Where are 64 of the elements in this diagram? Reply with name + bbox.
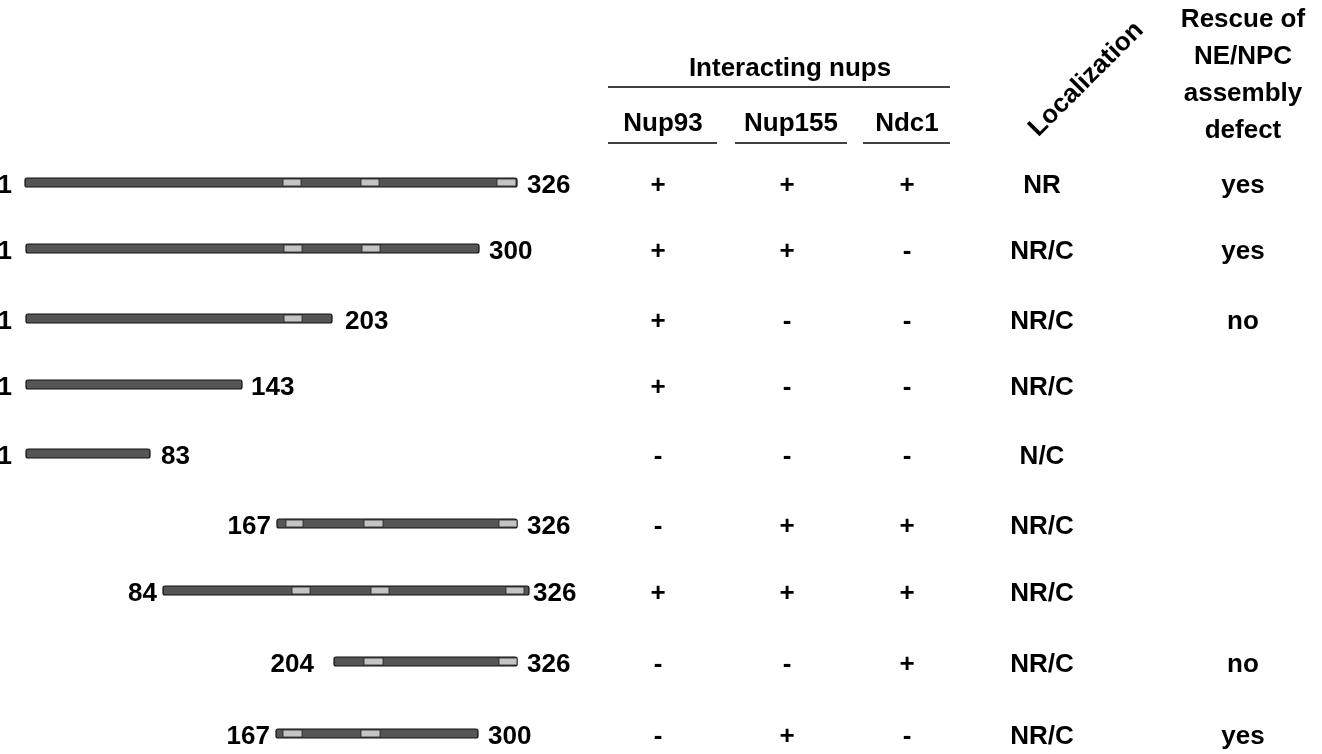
interaction-result: + [779,237,795,263]
end-residue-number: 143 [251,373,295,399]
start-residue-number: 167 [226,722,270,748]
interaction-result: + [779,579,795,605]
localization-value: NR/C [1010,237,1074,263]
column-header: Ndc1 [875,109,939,135]
interaction-result: + [779,512,795,538]
rescue-value: no [1227,650,1259,676]
interaction-result: - [902,307,912,333]
end-residue-number: 326 [527,171,571,197]
rescue-value: yes [1221,722,1265,748]
interaction-result: + [650,307,666,333]
interaction-result: + [899,512,915,538]
interaction-result: + [779,722,795,748]
localization-value: N/C [1019,442,1065,468]
interaction-result: - [782,307,792,333]
rescue-value: yes [1221,171,1265,197]
start-residue-number: 204 [270,650,314,676]
column-header: Nup93 [623,109,703,135]
interaction-result: - [653,442,663,468]
end-residue-number: 300 [488,722,532,748]
column-header: Rescue of NE/NPC assembly defect [1179,2,1307,146]
interaction-result: + [650,373,666,399]
end-residue-number: 300 [489,237,533,263]
end-residue-number: 326 [527,512,571,538]
interaction-result: - [902,237,912,263]
interaction-result: - [653,650,663,676]
start-residue-number: 1 [0,237,12,263]
localization-value: NR/C [1010,650,1074,676]
interaction-result: - [782,373,792,399]
end-residue-number: 326 [527,650,571,676]
interaction-result: + [779,171,795,197]
interaction-result: - [782,442,792,468]
end-residue-number: 83 [161,442,190,468]
rescue-value: no [1227,307,1259,333]
interaction-result: - [653,512,663,538]
start-residue-number: 84 [128,579,157,605]
localization-value: NR/C [1010,512,1074,538]
start-residue-number: 1 [0,373,12,399]
end-residue-number: 203 [345,307,389,333]
interaction-result: + [899,171,915,197]
interaction-result: + [650,171,666,197]
localization-value: NR/C [1010,579,1074,605]
column-header: Nup155 [744,109,838,135]
rescue-value: yes [1221,237,1265,263]
interaction-result: - [782,650,792,676]
interaction-result: + [899,650,915,676]
interaction-result: - [902,722,912,748]
interaction-result: + [650,579,666,605]
localization-value: NR [1023,171,1061,197]
interaction-result: + [650,237,666,263]
start-residue-number: 167 [227,512,271,538]
column-header: Interacting nups [688,54,892,80]
start-residue-number: 1 [0,307,12,333]
interaction-result: - [902,373,912,399]
interaction-result: - [653,722,663,748]
localization-value: NR/C [1010,373,1074,399]
interaction-result: + [899,579,915,605]
interaction-result: - [902,442,912,468]
start-residue-number: 1 [0,171,12,197]
end-residue-number: 326 [533,579,577,605]
localization-value: NR/C [1010,307,1074,333]
start-residue-number: 1 [0,442,12,468]
localization-value: NR/C [1010,722,1074,748]
